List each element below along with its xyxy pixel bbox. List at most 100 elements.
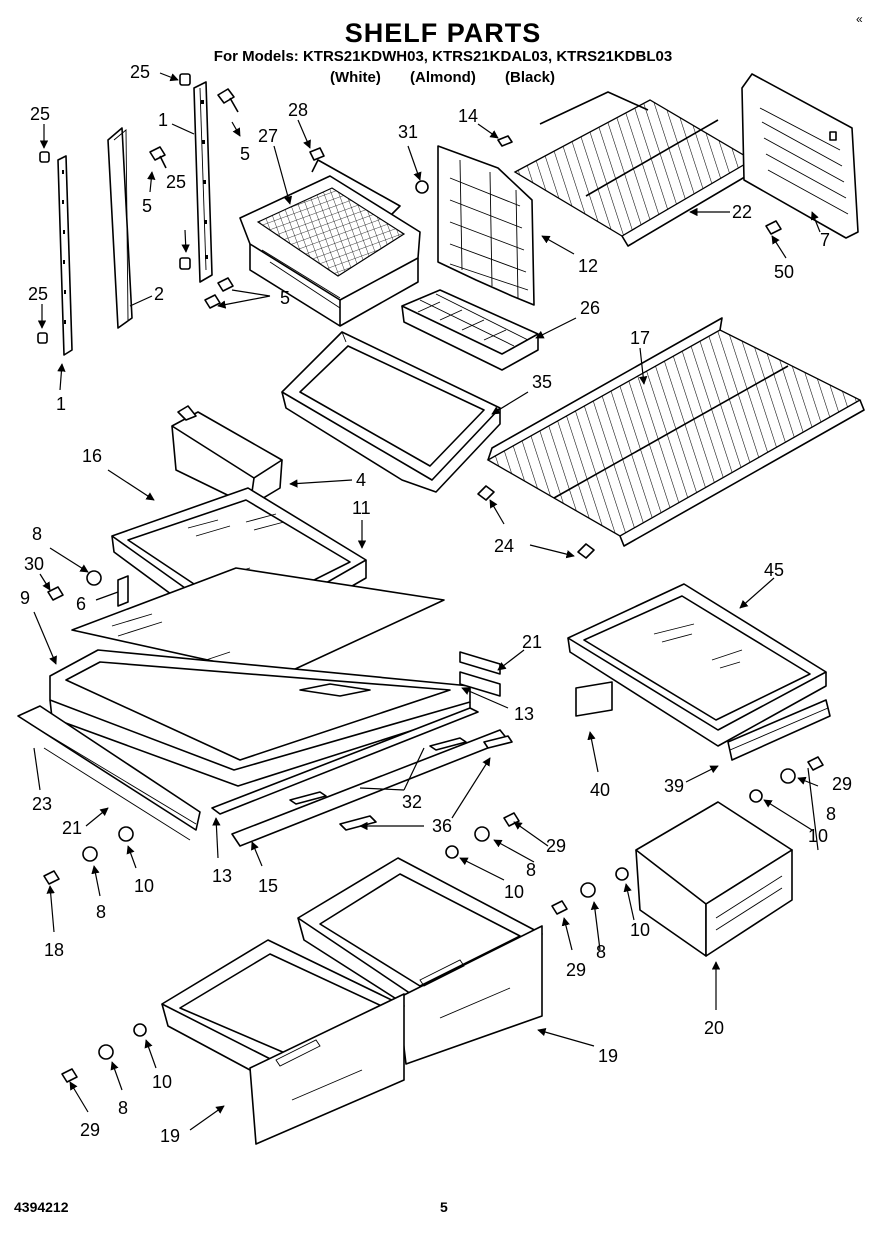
color-white-label: (White)	[330, 69, 381, 86]
trim-rail-part-13	[211, 707, 479, 815]
bushing-10c	[445, 845, 459, 859]
bushing-10b	[749, 789, 763, 803]
callout-5: 5	[240, 144, 250, 164]
callout-29: 29	[566, 960, 586, 980]
callout-25: 25	[30, 104, 50, 124]
callout-8: 8	[596, 942, 606, 962]
callout-29: 29	[832, 774, 852, 794]
callout-20: 20	[704, 1018, 724, 1038]
callout-50: 50	[774, 262, 794, 282]
storage-pan-part-35	[281, 331, 501, 493]
rail-part-2	[107, 127, 133, 329]
bushing-31	[415, 180, 429, 194]
callout-36: 36	[432, 816, 452, 836]
washer-8e	[580, 882, 596, 898]
callout-27: 27	[258, 126, 278, 146]
side-panel-part-7	[741, 73, 859, 239]
callout-21: 21	[522, 632, 542, 652]
callout-8: 8	[32, 524, 42, 544]
screw-50	[765, 220, 782, 235]
slide-rail-part-23	[17, 705, 201, 841]
callout-17: 17	[630, 328, 650, 348]
callout-40: 40	[590, 780, 610, 800]
clip-part-32	[289, 737, 467, 805]
callout-31: 31	[398, 122, 418, 142]
callout-10: 10	[152, 1072, 172, 1092]
callout-8: 8	[526, 860, 536, 880]
ice-tray-part-26	[401, 289, 539, 371]
callout-22: 22	[732, 202, 752, 222]
callout-13: 13	[514, 704, 534, 724]
page-title: SHELF PARTS	[344, 18, 542, 48]
callout-24: 24	[494, 536, 514, 556]
callout-10: 10	[630, 920, 650, 940]
crisper-drawer-part-20	[635, 801, 793, 957]
washer-8b	[82, 846, 98, 862]
callout-39: 39	[664, 776, 684, 796]
corner-mark: «	[856, 12, 863, 26]
screw-29a	[807, 756, 824, 771]
screw-30	[47, 586, 64, 601]
screw-29d	[61, 1068, 78, 1083]
shelf-bracket-part-12	[437, 145, 535, 306]
end-cap-25a	[39, 151, 50, 163]
callout-15: 15	[258, 876, 278, 896]
callout-9: 9	[20, 588, 30, 608]
callout-35: 35	[532, 372, 552, 392]
callout-7: 7	[820, 230, 830, 250]
callout-18: 18	[44, 940, 64, 960]
callout-10: 10	[808, 826, 828, 846]
callout-21: 21	[62, 818, 82, 838]
callout-10: 10	[134, 876, 154, 896]
document-number: 4394212	[14, 1199, 69, 1215]
end-cap-25b	[37, 332, 48, 344]
end-cap-25c	[179, 73, 191, 86]
washer-8c	[780, 768, 796, 784]
callout-8: 8	[118, 1098, 128, 1118]
callout-45: 45	[764, 560, 784, 580]
washer-8d	[474, 826, 490, 842]
callout-19: 19	[598, 1046, 618, 1066]
wire-basket-part-27	[239, 159, 421, 327]
callout-6: 6	[76, 594, 86, 614]
callout-19: 19	[160, 1126, 180, 1146]
leader-lines	[33, 72, 821, 1131]
callout-10: 10	[504, 882, 524, 902]
callout-14: 14	[458, 106, 478, 126]
stop-24a	[477, 485, 495, 501]
slide-rail-part-39	[727, 699, 831, 761]
color-black-label: (Black)	[505, 69, 556, 86]
wire-shelf-part-17	[486, 317, 865, 547]
callout-2: 2	[154, 284, 164, 304]
mount-part-40	[575, 681, 613, 717]
callout-4: 4	[356, 470, 366, 490]
color-almond-label: (Almond)	[410, 69, 476, 86]
glass-shelf-part-45	[567, 583, 827, 747]
callout-28: 28	[288, 100, 308, 120]
callout-13: 13	[212, 866, 232, 886]
screw-18	[43, 870, 60, 885]
callout-25: 25	[130, 62, 150, 82]
callout-25: 25	[166, 172, 186, 192]
bracket-6	[117, 575, 129, 607]
wire-shelf-part-22	[513, 91, 761, 247]
rail-part-1-upper	[193, 81, 213, 283]
washer-8a	[86, 570, 102, 586]
bushing-10d	[615, 867, 629, 881]
screw-14	[497, 135, 513, 147]
callout-11: 11	[352, 498, 371, 518]
callout-12: 12	[578, 256, 598, 276]
callout-26: 26	[580, 298, 600, 318]
end-cap-25d	[179, 257, 191, 270]
callout-23: 23	[32, 794, 52, 814]
page-number: 5	[440, 1199, 448, 1215]
clip-part-36	[339, 735, 513, 831]
callout-29: 29	[546, 836, 566, 856]
washer-8f	[98, 1044, 114, 1060]
callout-16: 16	[82, 446, 102, 466]
screw-29c	[551, 900, 568, 915]
callout-8: 8	[96, 902, 106, 922]
small-bin-part-4	[171, 405, 283, 507]
callout-8: 8	[826, 804, 836, 824]
